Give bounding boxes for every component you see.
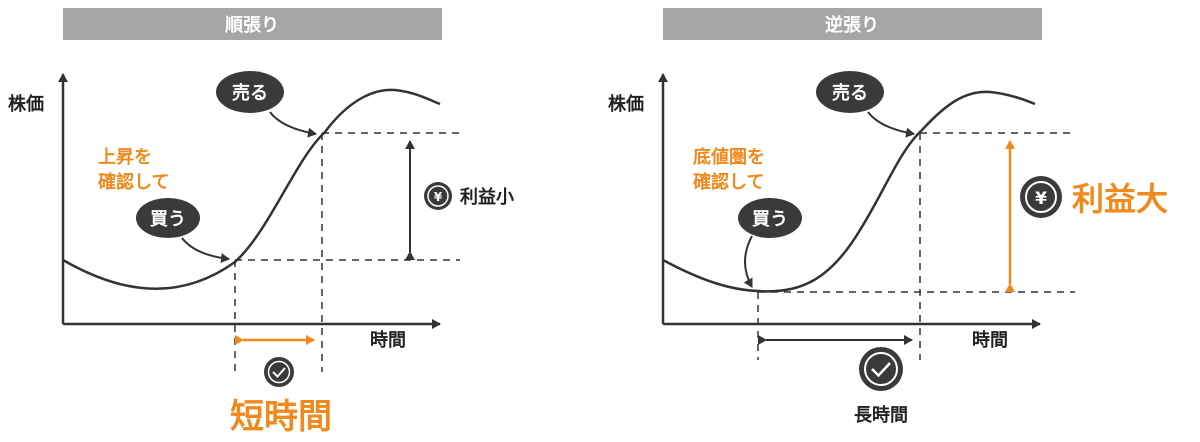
timing-note-line2: 確認して — [693, 171, 764, 193]
yen-coin-icon: ¥ — [1020, 176, 1062, 218]
buy-label: 買う — [752, 209, 788, 230]
buy-label: 買う — [150, 209, 186, 230]
clock-check-icon — [859, 347, 903, 391]
profit-label: 利益小 — [460, 186, 514, 208]
timing-note-line2: 確認して — [98, 171, 169, 193]
timing-note-line1: 上昇を — [98, 147, 152, 168]
panel-header-bar — [663, 8, 1042, 40]
timing-note-line1: 底値圏を — [693, 146, 765, 168]
panel-title: 順張り — [225, 15, 279, 36]
buy-pointer-arrow — [181, 237, 230, 264]
panel-title: 逆張り — [825, 14, 879, 36]
profit-label: 利益大 — [1072, 180, 1168, 218]
yen-coin-icon: ¥ — [424, 182, 452, 210]
sell-bubble: 売る — [816, 71, 915, 138]
buy-bubble: 買う — [738, 198, 802, 288]
panel-contrarian: 逆張り 株価 時間 売る 買う 底値圏を 確認して — [608, 8, 1168, 426]
clock-check-icon — [264, 357, 294, 387]
panel-trend-following: 順張り 株価 時間 売る 買う 上昇を 確認して — [8, 8, 514, 437]
sell-bubble: 売る — [216, 71, 317, 138]
y-axis-label: 株価 — [608, 93, 644, 115]
y-axis-label: 株価 — [8, 93, 44, 115]
sell-pointer-arrow — [867, 111, 915, 138]
sell-pointer-arrow — [269, 111, 317, 138]
buy-bubble: 買う — [136, 198, 230, 264]
price-curve — [662, 90, 1036, 293]
duration-label: 短時間 — [230, 397, 332, 437]
sell-label: 売る — [232, 82, 268, 104]
svg-text:¥: ¥ — [1035, 189, 1047, 209]
x-axis-label: 時間 — [370, 330, 406, 351]
price-curve — [62, 88, 441, 290]
svg-text:¥: ¥ — [434, 190, 443, 204]
buy-pointer-arrow — [743, 235, 753, 288]
x-axis-label: 時間 — [972, 330, 1008, 351]
sell-label: 売る — [832, 82, 868, 104]
panel-header-bar — [63, 8, 442, 40]
duration-label: 長時間 — [854, 405, 908, 426]
